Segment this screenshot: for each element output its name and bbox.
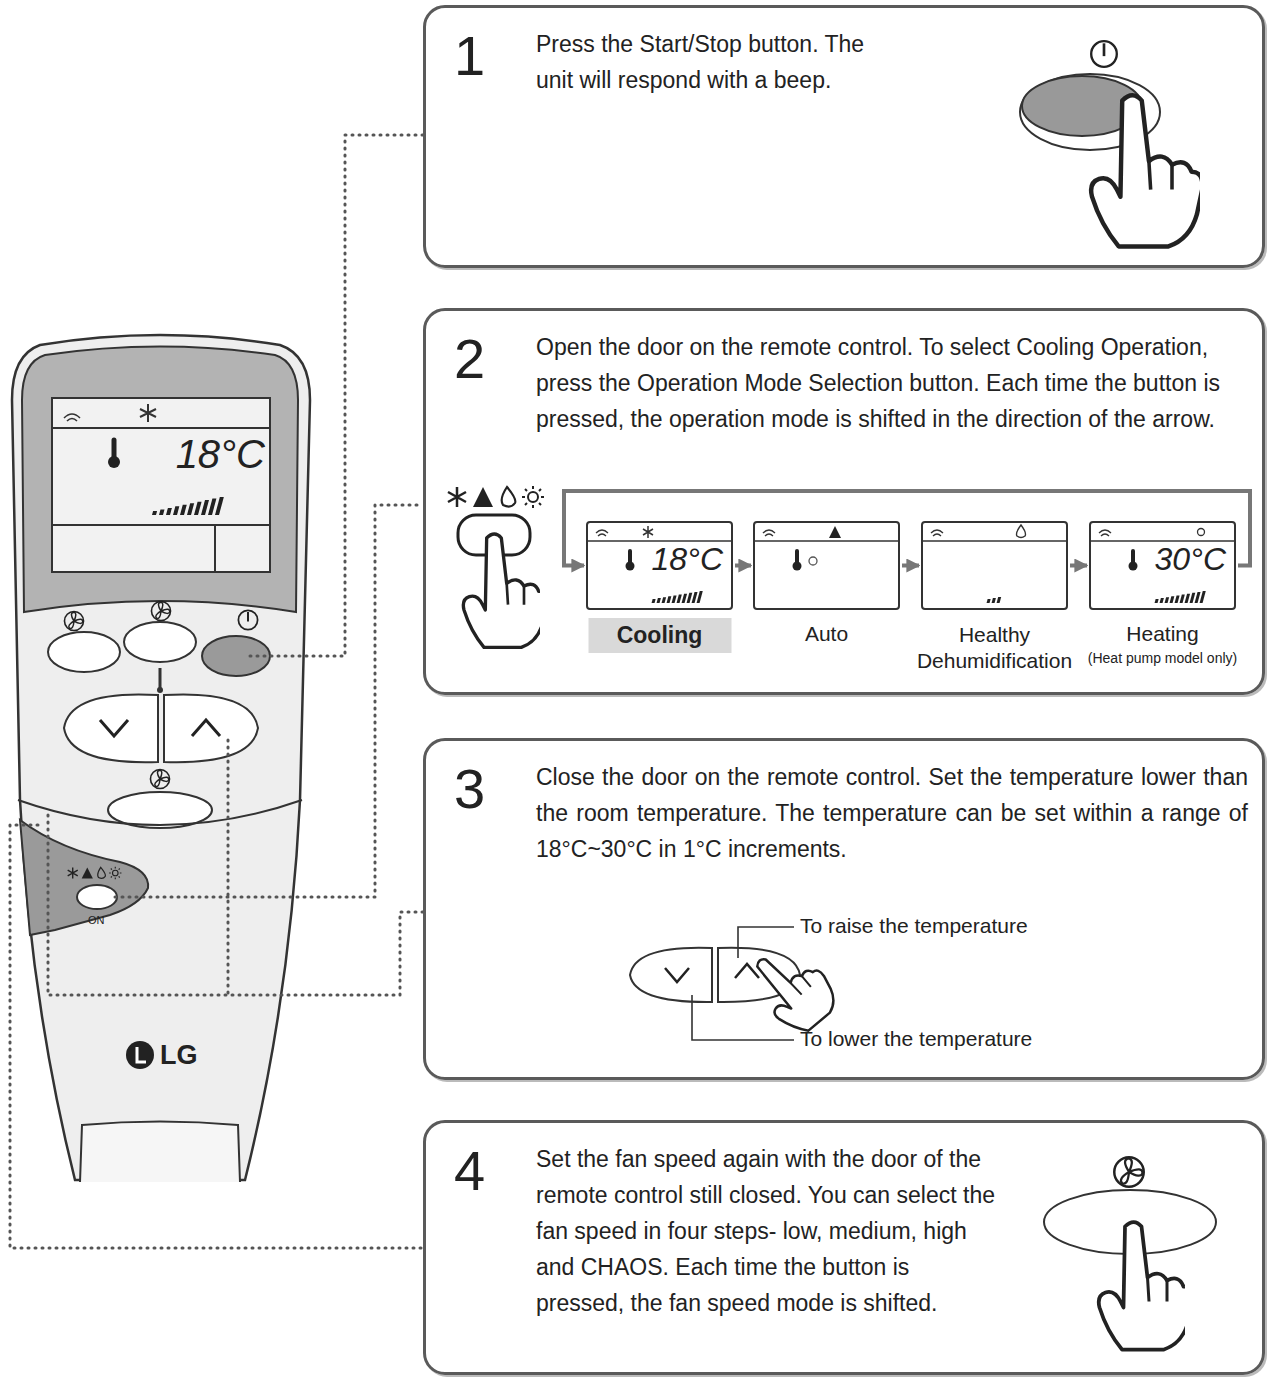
step-text: Press the Start/Stop button. The unit wi… — [536, 26, 876, 98]
step-box: 4 Set the fan speed again with the door o… — [423, 1120, 1265, 1375]
lcd-readout: 18°C — [155, 432, 265, 477]
step-box: 2 Open the door on the remote control. To… — [423, 308, 1265, 695]
mode-arrow — [1070, 564, 1087, 568]
mode-caption: Auto — [805, 622, 848, 646]
step-text: Close the door on the remote control. Se… — [536, 759, 1248, 867]
mode-screen: 30°CHeating(Heat pump model only) — [1089, 521, 1236, 610]
temperature-readout: 18°C — [652, 543, 724, 575]
step-number: 4 — [454, 1143, 485, 1199]
step-number: 3 — [454, 761, 485, 817]
mode-caption: Heating — [1126, 622, 1198, 646]
temperature-readout: 30°C — [1155, 543, 1227, 575]
callout-label: To raise the temperature — [800, 914, 1028, 938]
step-text: Set the fan speed again with the door of… — [536, 1141, 996, 1321]
button-label: ON — [88, 914, 105, 926]
screen-graphic — [923, 523, 1066, 608]
step-number: 1 — [454, 28, 485, 84]
mode-caption: Cooling — [588, 618, 731, 653]
step-number: 2 — [454, 331, 485, 387]
mode-screen: Healthy Dehumidification — [921, 521, 1068, 610]
mode-screen: Auto — [753, 521, 900, 610]
step-text: Open the door on the remote control. To … — [536, 329, 1248, 437]
screen-graphic — [755, 523, 898, 608]
mode-caption: Healthy Dehumidification — [910, 622, 1080, 674]
mode-arrow — [902, 564, 919, 568]
callout-label: To lower the temperature — [800, 1027, 1032, 1051]
mode-arrow — [735, 564, 751, 568]
mode-screen: 18°CCooling — [586, 521, 733, 610]
step-box: 1 Press the Start/Stop button. The unit w… — [423, 5, 1265, 268]
mode-caption: (Heat pump model only) — [1088, 650, 1237, 666]
brand-logo: LG — [160, 1040, 198, 1071]
